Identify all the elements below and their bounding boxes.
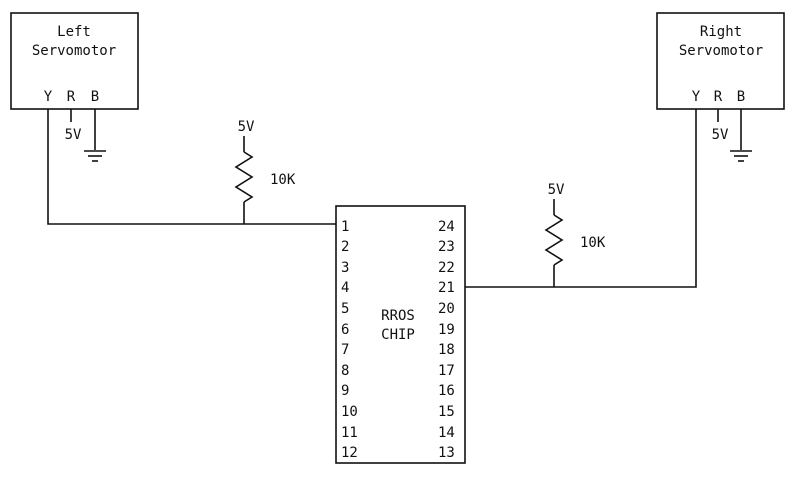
left-resistor-icon: [234, 136, 254, 224]
chip-pin-14: 14: [438, 425, 455, 441]
chip-pin-13: 13: [438, 445, 455, 461]
chip-pin-3: 3: [341, 260, 349, 276]
chip-pin-22: 22: [438, 260, 455, 276]
chip-right-pins: 24 23 22 21 20 19 18 17 16 15 14 13: [438, 219, 455, 461]
chip-pin-17: 17: [438, 363, 455, 379]
right-signal-wire: [465, 109, 697, 288]
left-servo-pin-b: B: [91, 89, 99, 105]
chip-pin-6: 6: [341, 322, 349, 338]
left-resistor-value: 10K: [270, 172, 296, 188]
chip-pin-5: 5: [341, 301, 349, 317]
left-servo-box: [10, 12, 139, 110]
chip-label-1: RROS: [381, 308, 415, 324]
chip-pin-2: 2: [341, 239, 349, 255]
left-servo-title-2: Servomotor: [32, 43, 116, 59]
left-resistor-5v-label: 5V: [238, 119, 255, 135]
chip-pin-24: 24: [438, 219, 455, 235]
right-servo-title-2: Servomotor: [679, 43, 763, 59]
left-servo-pin-r: R: [67, 89, 76, 105]
left-signal-wire: [47, 109, 336, 225]
chip-pin-7: 7: [341, 342, 349, 358]
right-servo-pin-r: R: [714, 89, 723, 105]
chip-pin-21: 21: [438, 280, 455, 296]
left-servo-5v-label: 5V: [65, 127, 82, 143]
right-servo-title-1: Right: [700, 24, 742, 40]
chip-pin-4: 4: [341, 280, 349, 296]
chip-label-2: CHIP: [381, 327, 415, 343]
rros-chip: [335, 205, 466, 464]
right-ground-icon: [730, 150, 752, 162]
left-ground-icon: [84, 150, 106, 162]
chip-pin-8: 8: [341, 363, 349, 379]
chip-pin-23: 23: [438, 239, 455, 255]
right-resistor-5v-label: 5V: [548, 182, 565, 198]
left-servo-pin-y: Y: [44, 89, 53, 105]
chip-pin-10: 10: [341, 404, 358, 420]
chip-pin-15: 15: [438, 404, 455, 420]
right-resistor-value: 10K: [580, 235, 606, 251]
right-servo-5v-label: 5V: [712, 127, 729, 143]
right-servo-box: [656, 12, 785, 110]
chip-pin-12: 12: [341, 445, 358, 461]
chip-pin-19: 19: [438, 322, 455, 338]
chip-pin-20: 20: [438, 301, 455, 317]
right-servo-pin-b: B: [737, 89, 745, 105]
chip-pin-16: 16: [438, 383, 455, 399]
chip-pin-9: 9: [341, 383, 349, 399]
chip-left-pins: 1 2 3 4 5 6 7 8 9 10 11 12: [341, 219, 358, 461]
chip-pin-11: 11: [341, 425, 358, 441]
chip-pin-1: 1: [341, 219, 349, 235]
right-resistor-icon: [544, 199, 564, 287]
chip-pin-18: 18: [438, 342, 455, 358]
left-servo-title-1: Left: [57, 24, 91, 40]
right-servo-pin-y: Y: [692, 89, 701, 105]
